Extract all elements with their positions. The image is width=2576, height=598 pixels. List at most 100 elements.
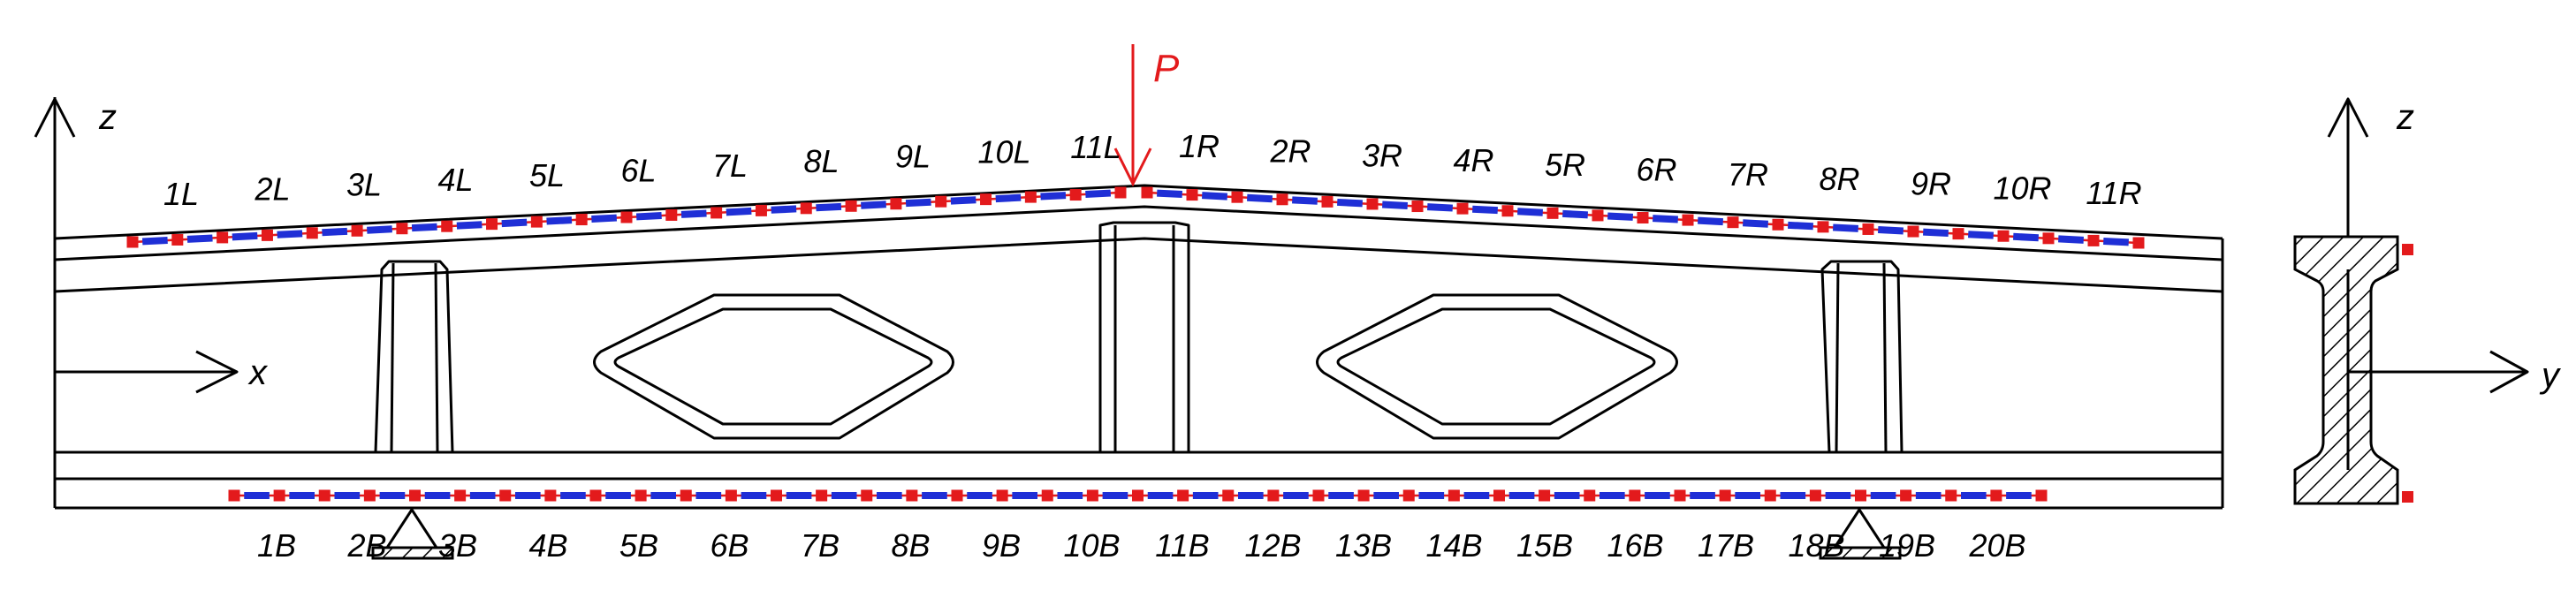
- fiber-top-left-grating: [950, 196, 976, 205]
- fiber-top-right-marker: [1592, 209, 1604, 222]
- beam-axis-x-label: x: [247, 353, 269, 392]
- fiber-bottom-marker: [1402, 489, 1415, 502]
- fiber-top-right-marker: [1411, 201, 1424, 213]
- fiber-bottom-marker: [635, 489, 647, 502]
- fiber-top-left-marker: [351, 224, 363, 237]
- stiffener-left: [374, 260, 454, 454]
- point-label-10r: 10R: [1993, 170, 2051, 207]
- point-label-9l: 9L: [895, 139, 931, 175]
- fiber-top-right-marker: [1817, 221, 1829, 233]
- fiber-top-right: [1141, 186, 2145, 249]
- fiber-top-right-grating: [2058, 235, 2084, 244]
- fiber-top-left-marker: [261, 229, 273, 241]
- stiffener-center: [1098, 221, 1190, 454]
- fiber-top-right-grating: [2013, 232, 2039, 242]
- fiber-bottom-marker: [1584, 489, 1596, 502]
- web-opening-left: [593, 293, 954, 440]
- point-label-16b: 16B: [1607, 527, 1663, 564]
- beam-axis-z: z: [34, 97, 117, 508]
- point-label-2l: 2L: [254, 171, 290, 208]
- point-label-11b: 11B: [1155, 527, 1209, 564]
- fiber-bottom-marker: [1177, 489, 1189, 502]
- load-arrow: P: [1113, 44, 1180, 187]
- fiber-top-left-grating: [995, 193, 1022, 203]
- beam-top-flange-outer: [54, 184, 2223, 240]
- fiber-top-left-grating: [141, 237, 168, 246]
- point-label-8r: 8R: [1819, 161, 1859, 197]
- section-sensor-top: [2402, 244, 2413, 255]
- fiber-top-right-marker: [1997, 230, 2010, 242]
- fiber-top-left-grating: [905, 198, 931, 208]
- fiber-bottom-marker: [363, 489, 376, 502]
- fiber-top-right-marker: [1907, 225, 1919, 238]
- fiber-top-right-marker: [1952, 228, 1964, 240]
- fiber-top-right-marker: [1862, 223, 1874, 235]
- fiber-bottom-marker: [680, 489, 692, 502]
- fiber-top-left-marker: [665, 208, 678, 221]
- fiber-top-right-grating: [2103, 237, 2129, 246]
- fiber-top-left: [126, 186, 1127, 248]
- point-label-10b: 10B: [1063, 527, 1120, 564]
- cross-section: z y: [2293, 97, 2562, 505]
- point-label-1b: 1B: [257, 527, 296, 564]
- fiber-top-left-grating: [456, 221, 483, 230]
- fiber-bottom-marker: [1945, 489, 1957, 502]
- fiber-bottom-marker: [816, 489, 828, 502]
- fiber-top-left-marker: [755, 204, 767, 216]
- point-label-7r: 7R: [1728, 156, 1768, 193]
- fiber-top-left-grating: [591, 214, 618, 223]
- point-label-6r: 6R: [1636, 152, 1676, 188]
- fiber-bottom: [228, 489, 2048, 502]
- fiber-bottom-marker: [1764, 489, 1776, 502]
- fiber-top-left-marker: [171, 233, 184, 246]
- fiber-top-left-marker: [396, 223, 408, 235]
- fiber-top-left-grating: [411, 223, 437, 232]
- fiber-bottom-marker: [499, 489, 512, 502]
- fiber-top-right-marker: [1727, 216, 1739, 229]
- load-arrow-head: [1113, 148, 1152, 187]
- fiber-top-right-grating: [1878, 226, 1904, 235]
- point-label-8l: 8L: [803, 143, 839, 179]
- fiber-top-left-grating: [861, 201, 886, 209]
- fiber-bottom-marker: [951, 489, 963, 502]
- point-label-1l: 1L: [163, 176, 199, 212]
- fiber-top-left-grating: [816, 202, 842, 212]
- point-label-6b: 6B: [710, 527, 748, 564]
- fiber-top-left-grating: [726, 207, 752, 216]
- fiber-bottom-marker: [1719, 489, 1731, 502]
- fiber-bottom-marker: [1674, 489, 1686, 502]
- fiber-bottom-marker: [1809, 489, 1821, 502]
- fiber-bottom-marker: [454, 489, 467, 502]
- point-label-10l: 10L: [977, 133, 1030, 170]
- fiber-bottom-marker: [1539, 489, 1551, 502]
- fiber-top-right-grating: [1788, 221, 1813, 231]
- section-axis-z-label: z: [2396, 98, 2414, 137]
- point-label-6l: 6L: [620, 153, 656, 189]
- fiber-top-left-marker: [1024, 191, 1037, 203]
- fiber-bottom-marker: [725, 489, 737, 502]
- fiber-top-left-marker: [935, 195, 947, 208]
- fiber-top-right-grating: [1292, 196, 1318, 205]
- fiber-top-right-marker: [1682, 214, 1694, 226]
- fiber-top-left-grating: [771, 205, 797, 214]
- point-label-5l: 5L: [529, 157, 565, 193]
- fiber-top-right-grating: [1202, 192, 1227, 201]
- beam-elevation: [54, 184, 2224, 510]
- fiber-bottom-marker: [1629, 489, 1641, 502]
- fiber-bottom-marker: [589, 489, 602, 502]
- fiber-top-left-grating: [1040, 192, 1067, 201]
- point-label-15b: 15B: [1516, 527, 1573, 564]
- fiber-top-left-grating: [680, 209, 707, 218]
- fiber-top-right-grating: [1517, 208, 1543, 216]
- fiber-top-left-marker: [620, 211, 633, 223]
- point-label-14b: 14B: [1425, 527, 1482, 564]
- stiffener-right: [1820, 260, 1904, 454]
- fiber-top-right-grating: [1968, 231, 1994, 239]
- point-label-4r: 4R: [1453, 142, 1493, 178]
- fiber-bottom-marker: [996, 489, 1008, 502]
- fiber-top-right-marker: [1772, 218, 1784, 231]
